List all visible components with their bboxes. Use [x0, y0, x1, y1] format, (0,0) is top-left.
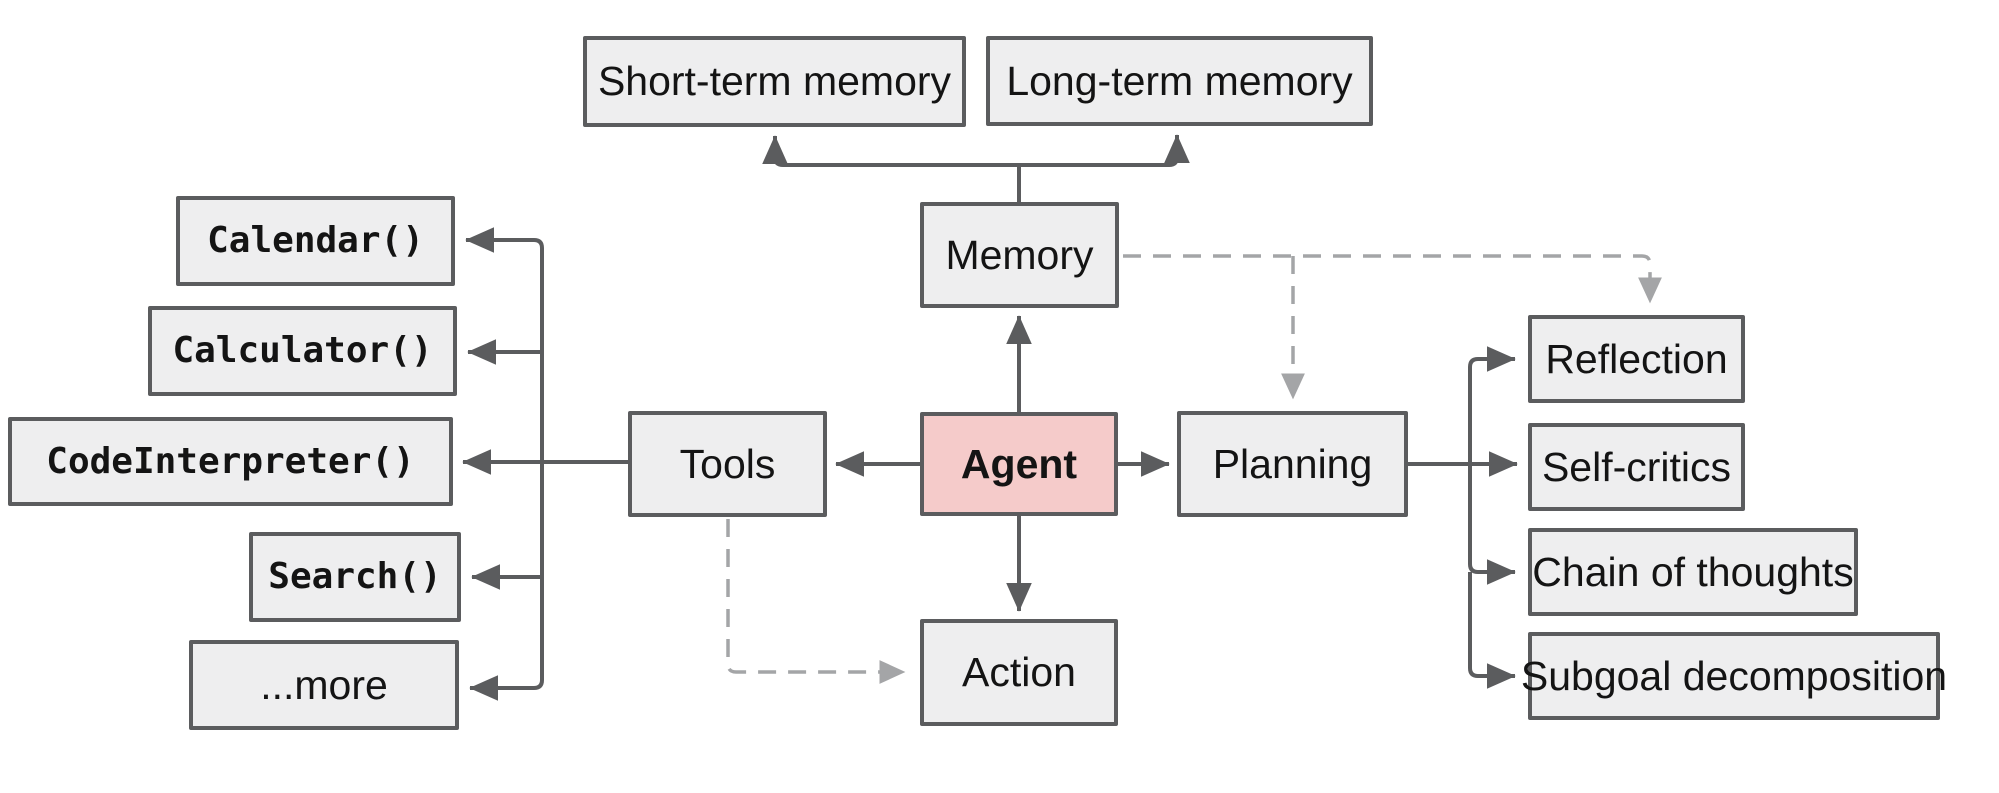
node-search: Search() — [249, 532, 461, 622]
node-short-term-memory: Short-term memory — [583, 36, 966, 127]
node-tools: Tools — [628, 411, 827, 517]
node-long-term-memory: Long-term memory — [986, 36, 1373, 126]
node-reflection: Reflection — [1528, 315, 1745, 403]
dashed-edge-memory-to-reflection — [1123, 254, 1662, 304]
node-long-term-memory-label: Long-term memory — [1006, 57, 1353, 104]
node-calculator: Calculator() — [148, 306, 457, 396]
node-subgoal-decomposition: Subgoal decomposition — [1521, 632, 1947, 720]
edge-spine-to-more — [469, 462, 544, 701]
node-self-critics-label: Self-critics — [1541, 443, 1732, 490]
node-action: Action — [920, 619, 1118, 726]
node-agent-label: Agent — [960, 440, 1078, 487]
edge-memory-to-short-and-long-term — [762, 134, 1190, 167]
edge-spine-to-calendar — [465, 227, 544, 462]
node-self-critics: Self-critics — [1528, 423, 1745, 511]
node-tools-label: Tools — [679, 440, 776, 487]
node-search-label: Search() — [268, 556, 442, 597]
node-chain-of-thoughts: Chain of thoughts — [1528, 528, 1858, 616]
node-memory-label: Memory — [945, 231, 1094, 278]
node-more: ...more — [189, 640, 459, 730]
node-agent: Agent — [920, 412, 1118, 516]
node-code-interpreter: CodeInterpreter() — [8, 417, 453, 506]
node-planning-label: Planning — [1212, 440, 1373, 487]
node-subgoal-decomposition-label: Subgoal decomposition — [1520, 652, 1948, 699]
node-calendar: Calendar() — [176, 196, 455, 286]
node-calendar-label: Calendar() — [207, 220, 424, 261]
node-short-term-memory-label: Short-term memory — [597, 58, 952, 104]
edge-spine-to-reflection — [1468, 346, 1516, 464]
node-more-label: ...more — [260, 661, 388, 708]
node-planning: Planning — [1177, 411, 1408, 517]
node-calculator-label: Calculator() — [172, 330, 433, 371]
node-memory: Memory — [920, 202, 1119, 308]
node-code-interpreter-label: CodeInterpreter() — [46, 440, 415, 482]
node-reflection-label: Reflection — [1545, 335, 1728, 382]
node-chain-of-thoughts-label: Chain of thoughts — [1532, 548, 1854, 595]
node-action-label: Action — [962, 649, 1076, 695]
edge-spine-to-subgoal — [1468, 572, 1516, 689]
edge-spine-to-chain-of-thoughts — [1468, 464, 1516, 585]
dashed-edge-tools-to-action — [726, 519, 906, 684]
